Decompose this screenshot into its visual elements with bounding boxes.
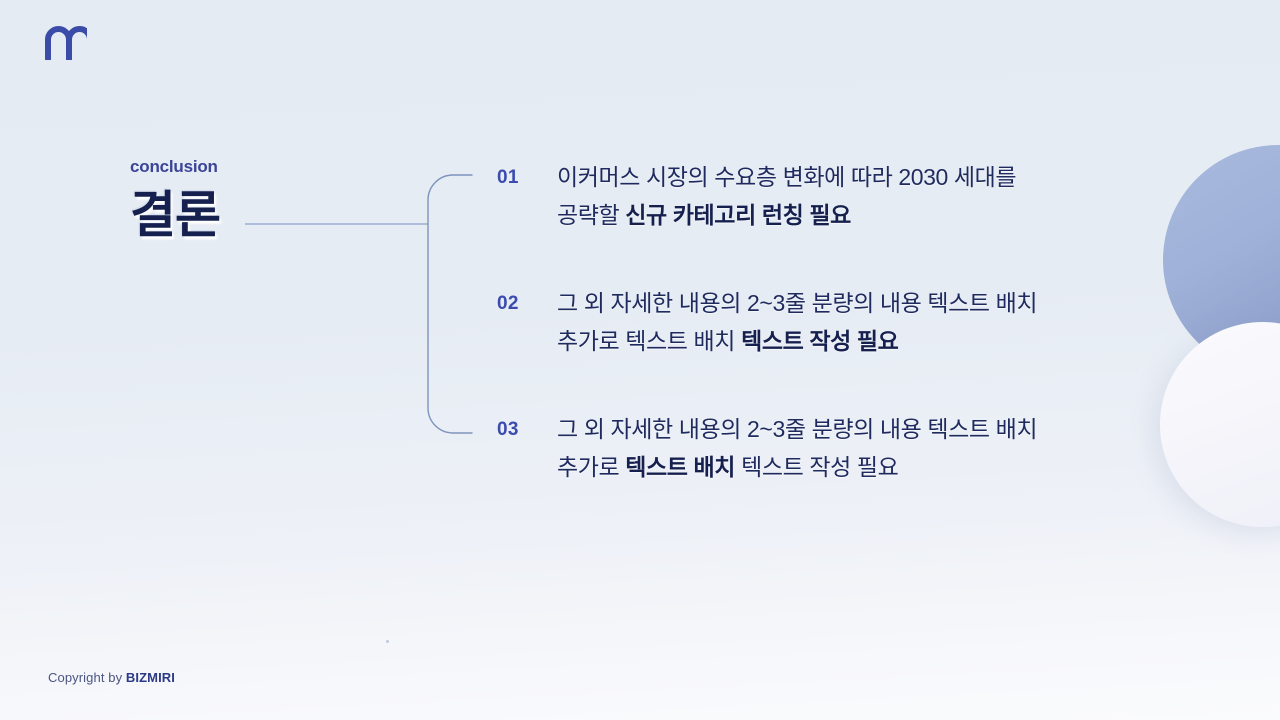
section-eyebrow: conclusion	[130, 157, 218, 176]
point-line-2-prefix: 공략할	[557, 202, 626, 228]
footer-copyright: Copyright by BIZMIRI	[48, 670, 175, 685]
point-line-2-suffix: 텍스트 작성 필요	[735, 454, 899, 480]
brand-name: BIZMIRI	[125, 670, 175, 685]
point-text: 그 외 자세한 내용의 2~3줄 분량의 내용 텍스트 배치 추가로 텍스트 배…	[557, 410, 1117, 486]
page-title: 결론	[130, 187, 221, 243]
decorative-circle-white	[1160, 322, 1280, 527]
point-line-2-emphasis: 신규 카테고리 런칭 필요	[625, 202, 851, 228]
point-number: 02	[497, 293, 519, 314]
point-number: 01	[497, 167, 519, 188]
list-item: 02 그 외 자세한 내용의 2~3줄 분량의 내용 텍스트 배치 추가로 텍스…	[497, 284, 1117, 360]
point-number: 03	[497, 419, 519, 440]
point-line-1: 그 외 자세한 내용의 2~3줄 분량의 내용 텍스트 배치	[557, 416, 1038, 442]
point-line-1: 그 외 자세한 내용의 2~3줄 분량의 내용 텍스트 배치	[557, 290, 1038, 316]
point-text: 이커머스 시장의 수요층 변화에 따라 2030 세대를 공략할 신규 카테고리…	[557, 158, 1117, 234]
point-line-2-prefix: 추가로 텍스트 배치	[557, 328, 742, 354]
point-line-2-emphasis: 텍스트 작성 필요	[741, 328, 899, 354]
point-text: 그 외 자세한 내용의 2~3줄 분량의 내용 텍스트 배치 추가로 텍스트 배…	[557, 284, 1117, 360]
bizmiri-m-logo-icon	[45, 26, 87, 60]
decorative-dot	[386, 640, 389, 643]
conclusion-points-list: 01 이커머스 시장의 수요층 변화에 따라 2030 세대를 공략할 신규 카…	[497, 158, 1117, 486]
point-line-1: 이커머스 시장의 수요층 변화에 따라 2030 세대를	[557, 164, 1017, 190]
point-line-2-prefix: 추가로	[557, 454, 626, 480]
list-item: 03 그 외 자세한 내용의 2~3줄 분량의 내용 텍스트 배치 추가로 텍스…	[497, 410, 1117, 486]
heading-block: conclusion 결론	[130, 158, 360, 242]
copyright-prefix: Copyright by	[48, 670, 126, 685]
list-item: 01 이커머스 시장의 수요층 변화에 따라 2030 세대를 공략할 신규 카…	[497, 158, 1117, 234]
point-line-2-emphasis: 텍스트 배치	[625, 454, 736, 480]
